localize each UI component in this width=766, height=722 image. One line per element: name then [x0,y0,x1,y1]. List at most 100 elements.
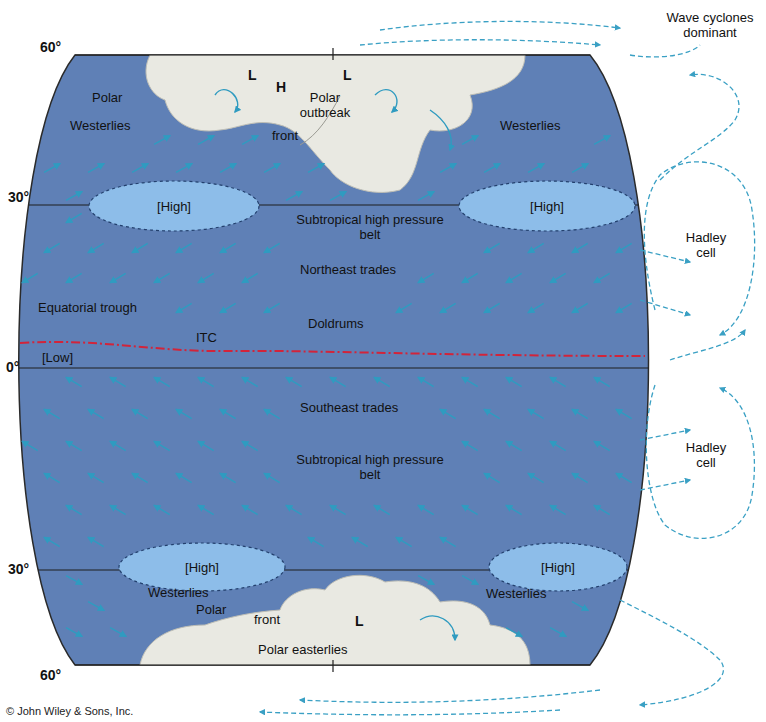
wind-arrow [176,243,191,252]
wind-arrow [462,136,478,145]
wind-belt-label: Westerlies [500,118,560,133]
wind-arrow [462,441,477,450]
wind-arrow [550,628,566,637]
wind-arrow [198,136,214,145]
wind-belt-label: Westerlies [70,118,130,133]
wind-arrow [616,303,631,312]
wind-arrow [176,164,192,173]
wind-arrow [572,303,587,312]
latitude-line [0,367,700,368]
wind-arrow [418,273,433,282]
wind-arrow [198,505,213,514]
high-pressure-cell: [High] [88,180,260,232]
wind-arrow [594,273,609,282]
wind-belt-label: Westerlies [486,586,546,601]
wind-arrow [572,164,588,173]
wind-arrow [110,273,125,282]
wind-arrow [286,192,302,201]
wind-arrow [154,505,169,514]
wind-arrow [616,243,631,252]
wind-arrow [44,409,59,418]
latitude-label: 60° [40,40,61,55]
wind-belt-label: Northeast trades [300,262,396,277]
wind-arrow [132,409,147,418]
wind-arrow [572,409,587,418]
wind-arrow [242,441,257,450]
cyclone-arrow [420,616,455,640]
cyclone-arrow [375,90,397,112]
wind-arrow [286,377,301,386]
wind-arrow [506,628,522,637]
wind-arrow [66,213,81,222]
wind-arrow [44,164,60,173]
wind-arrow [176,409,191,418]
pressure-label: [High] [530,199,564,214]
wind-arrow [374,505,389,514]
wind-arrow [528,164,544,173]
front-label: front [272,128,298,143]
polar-air-region [140,575,530,665]
pressure-belt-label: Subtropical high pressure belt [290,452,450,482]
wind-arrow [66,273,81,282]
wind-arrow [506,273,521,282]
wind-arrow [88,473,103,482]
wind-arrow [616,409,631,418]
high-pressure-cell: [High] [458,180,636,232]
circulation-note: Wave cyclones dominant [662,10,758,40]
pressure-label: [High] [185,560,219,575]
wind-arrow [418,576,434,585]
meridian-tick [332,48,333,60]
wind-arrow [242,377,257,386]
wind-arrow [484,473,499,482]
wind-arrow [88,602,104,611]
pressure-belt-label: Subtropical high pressure belt [290,212,450,242]
wind-arrow [528,243,543,252]
wind-arrow [66,505,81,514]
zone-label: Doldrums [308,316,364,331]
wind-arrow [528,409,543,418]
wind-arrow [506,505,521,514]
wind-arrow [110,628,126,637]
wind-arrow [440,303,455,312]
wind-arrow [66,441,81,450]
wind-belt-label: Polar easterlies [258,642,348,657]
wind-arrow [440,537,455,546]
wind-arrow [264,243,279,252]
wind-belt-label: Westerlies [148,585,208,600]
wind-arrow [264,164,280,173]
wind-arrow [88,537,103,546]
air-mass-label: Polar outbreak [290,90,360,120]
meridian-tick [332,660,333,672]
wind-arrow [176,303,191,312]
wind-arrow [220,303,235,312]
wind-arrow [440,409,455,418]
wind-arrow [110,441,125,450]
wind-arrow [352,537,367,546]
high-pressure-cell: [High] [118,542,286,592]
wind-arrow [198,441,213,450]
wind-arrow [22,273,37,282]
wind-arrow [572,602,588,611]
polar-air-region [146,55,525,192]
pressure-label: [High] [541,560,575,575]
wind-arrow [572,243,587,252]
wind-belt-label: Southeast trades [300,400,398,415]
wind-arrow [242,136,258,145]
wind-arrow [88,243,103,252]
wind-arrow [330,192,346,201]
wind-arrow [220,164,236,173]
wind-arrow [66,628,82,637]
wind-arrow [418,505,433,514]
wind-arrow [132,473,147,482]
wind-arrow [264,473,279,482]
wind-arrow [462,273,477,282]
wind-arrow [594,505,609,514]
intertropical-convergence-line [20,342,645,356]
wind-arrow [484,243,499,252]
pressure-symbol: H [276,80,286,95]
front-label: Polar [196,602,226,617]
wind-arrow [264,409,279,418]
wind-arrow [66,377,81,386]
